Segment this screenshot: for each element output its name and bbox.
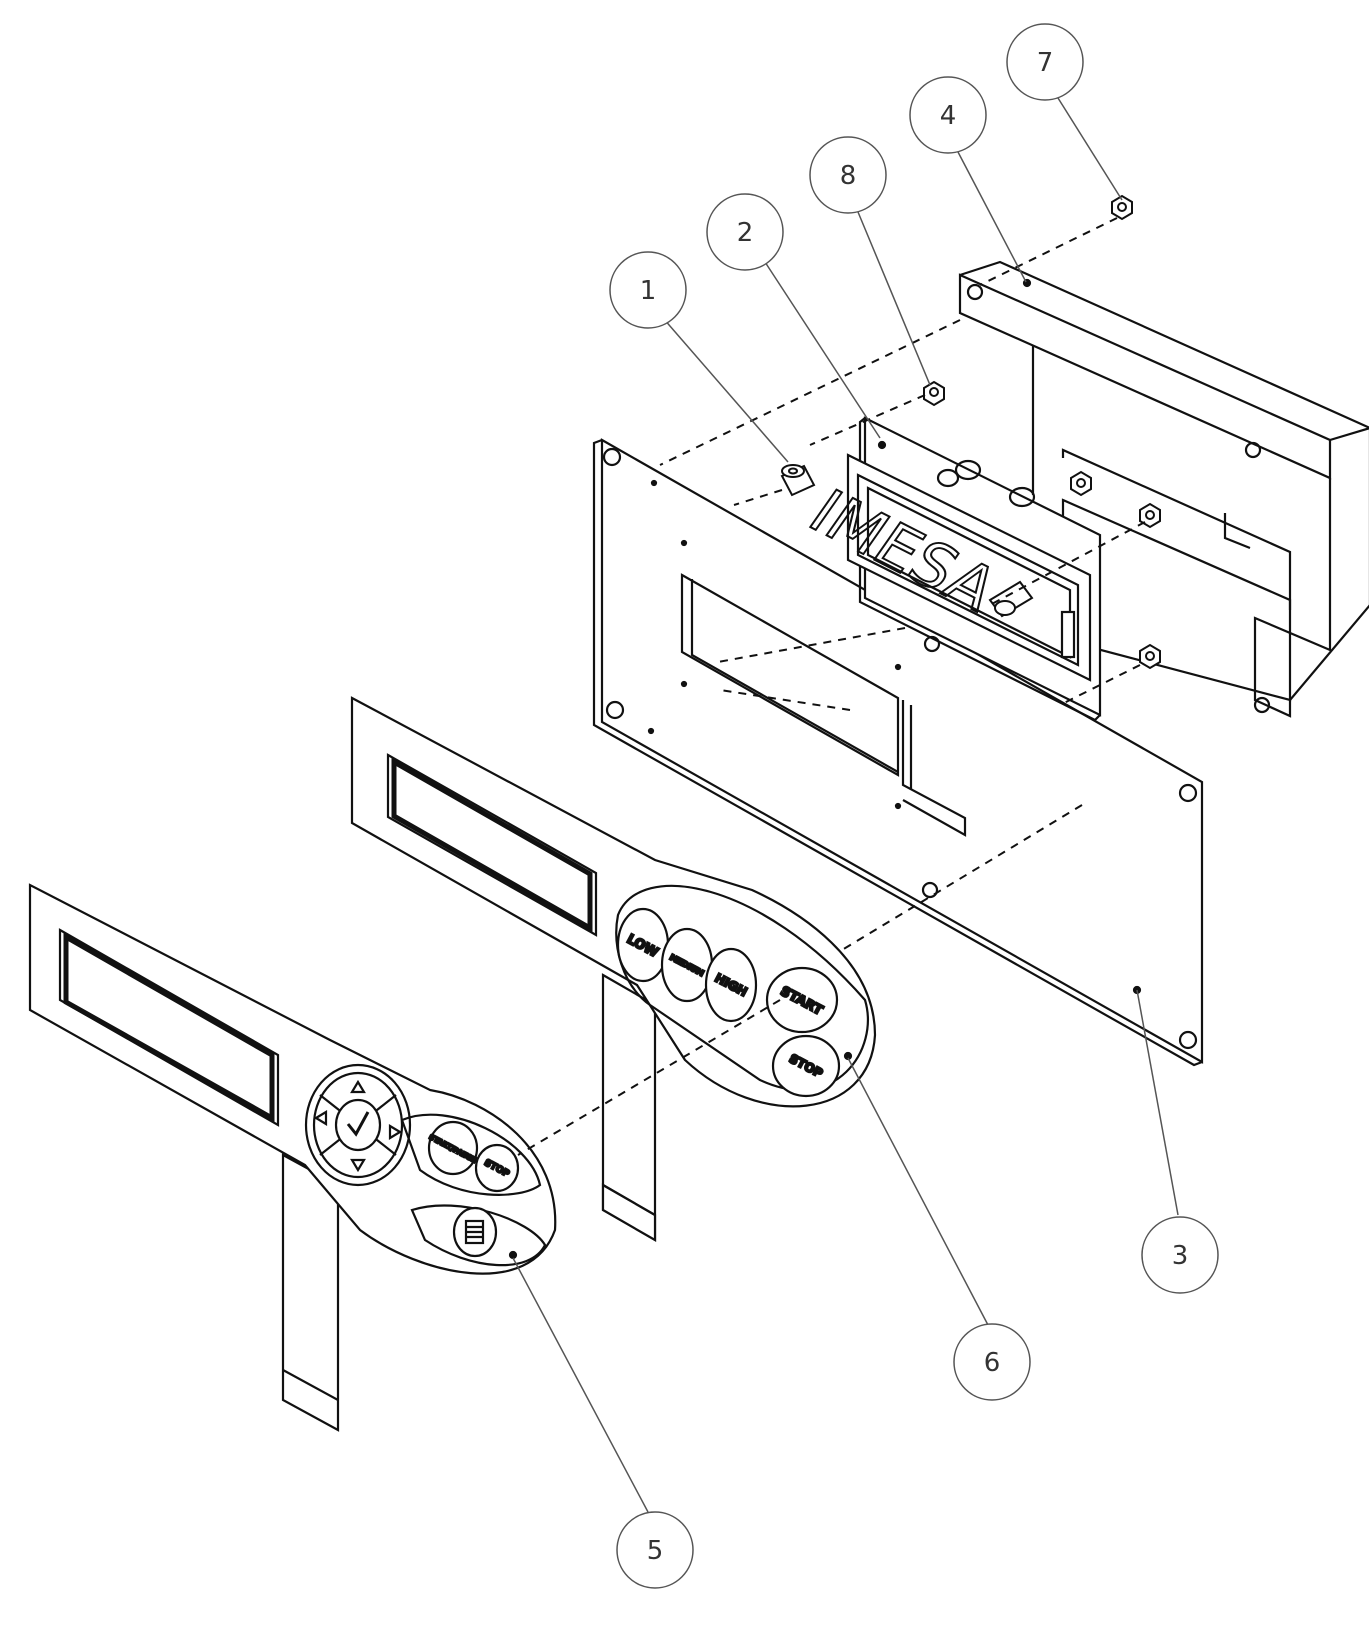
assembly-lines [517,217,1146,1156]
key-start[interactable]: START [765,966,839,1034]
part-5-keypad-membrane: START/PAUSE STOP [28,883,557,1432]
callout-6: 6 [953,1323,1031,1401]
callout-7: 7 [1006,23,1084,101]
callout-8: 8 [809,136,887,214]
arrow-left-icon[interactable] [313,1110,328,1126]
part-1-spacer [780,464,1034,618]
key-low[interactable]: LOW [616,907,670,983]
part-4-rear-housing [958,260,1369,718]
callout-leaders [512,97,1179,1513]
part-7-nut [1111,194,1133,221]
key-medium[interactable]: MEDIUM [660,927,714,1003]
callout-2: 2 [706,193,784,271]
key-stop[interactable]: STOP [771,1034,841,1098]
callout-1: 1 [609,251,687,329]
callout-3: 3 [1141,1216,1219,1294]
part-3-mounting-plate [592,438,1204,1067]
arrow-down-icon[interactable] [350,1158,366,1173]
callout-4: 4 [909,76,987,154]
menu-button[interactable] [452,1206,498,1258]
arrow-up-icon[interactable] [350,1079,366,1094]
svg-text:6: 6 [984,1348,1001,1378]
svg-text:8: 8 [840,161,857,191]
svg-text:7: 7 [1037,48,1054,78]
svg-text:2: 2 [737,218,754,248]
enter-button[interactable] [334,1098,382,1152]
part-6-keypad-membrane: LOW MEDIUM HIGH START STOP [350,696,877,1242]
part-8-nut [923,380,1161,670]
svg-text:1: 1 [640,276,657,306]
key-start-pause[interactable]: START/PAUSE [426,1120,479,1176]
arrow-right-icon[interactable] [388,1124,403,1140]
key-stop-small[interactable]: STOP [474,1143,520,1193]
svg-text:5: 5 [647,1536,664,1566]
svg-text:3: 3 [1172,1241,1189,1271]
key-high[interactable]: HIGH [704,947,758,1023]
callout-5: 5 [616,1511,694,1589]
svg-text:4: 4 [940,101,957,131]
callout-bubbles: 1 2 3 4 5 6 7 8 [609,23,1219,1589]
